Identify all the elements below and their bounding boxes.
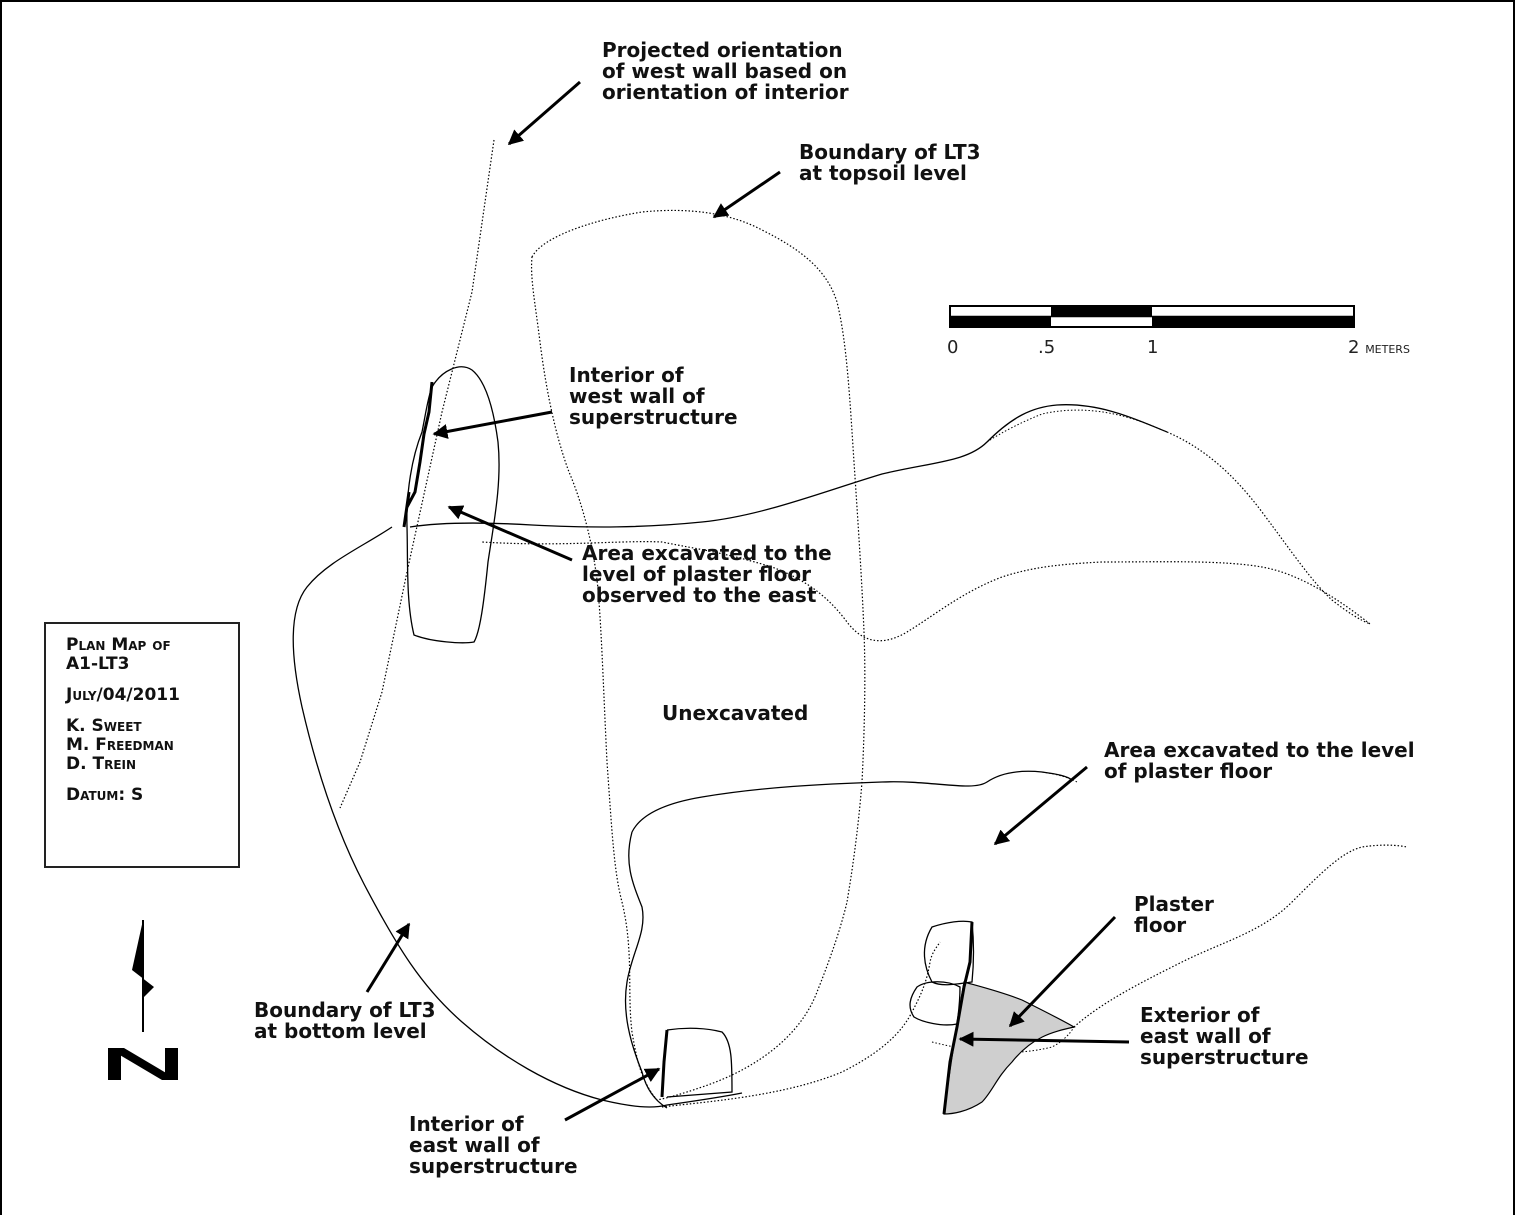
arrow-interior-east [564,1067,661,1122]
label-interior-east-wall: Interior of east wall of superstructure [409,1112,578,1178]
arrow-boundary-top [712,170,781,219]
east-loop-upper-line [986,409,1163,443]
label-projected-orientation: Projected orientation of west wall based… [602,38,849,104]
arrow-interior-west [432,410,553,439]
east-test-unit-b [909,981,961,1026]
label-area-west: Area excavated to the level of plaster f… [582,541,832,607]
legend-datum: Datum: S [66,785,144,805]
east-excavated-dotted-line [1041,771,1078,783]
legend-date: July/04/2011 [66,685,180,705]
interior-east-wall-line [660,1029,669,1098]
arrow-exterior-east [958,1031,1130,1047]
arrow-boundary-bottom [365,922,411,993]
map-legend: Plan Map of A1-LT3 July/04/2011 K. Sweet… [44,622,240,868]
scale-bar [949,305,1355,328]
east-wall-dotted-line-b [931,1026,1075,1053]
west-wall-interior-line [402,381,434,528]
legend-authors: K. Sweet M. Freedman D. Trein [66,716,174,774]
plaster-floor-area [943,981,1076,1115]
arrow-plaster-floor [1008,915,1117,1028]
east-loop-line [481,431,1371,642]
scale-tick-half: .5 [1038,337,1056,358]
label-exterior-east-wall: Exterior of east wall of superstructure [1140,1003,1309,1069]
arrow-area-west [447,505,573,562]
west-excavated-line [409,404,1168,528]
east-wall-dotted-line [661,941,941,1108]
east-excavated-west-edge [624,831,668,1109]
interior-east-test-unit [666,1027,733,1098]
scale-tick-1: 1 [1147,337,1159,358]
scale-unit: meters [1365,338,1410,357]
east-excavated-line [631,770,1073,833]
label-plaster-floor: Plaster floor [1134,892,1214,937]
label-area-east: Area excavated to the level of plaster f… [1104,738,1415,783]
west-test-unit [406,366,500,644]
arrow-area-east [993,765,1088,846]
east-wall-exterior-line [942,921,974,1115]
projected-west-wall-line [339,139,495,809]
scale-tick-0: 0 [947,337,959,358]
label-boundary-topsoil: Boundary of LT3 at topsoil level [799,140,981,185]
label-interior-west-wall: Interior of west wall of superstructure [569,363,738,429]
arrow-projected [507,80,581,146]
bottom-level-boundary-line [292,526,743,1108]
topsoil-boundary-line [530,209,866,1101]
north-arrow-icon [108,920,178,1080]
east-test-unit-a [923,920,975,986]
far-east-dotted-line [1073,844,1408,1028]
scale-tick-2: 2 meters [1348,337,1410,358]
legend-title: Plan Map of A1-LT3 [66,635,171,674]
label-boundary-bottom: Boundary of LT3 at bottom level [254,998,436,1043]
label-unexcavated: Unexcavated [662,701,809,725]
